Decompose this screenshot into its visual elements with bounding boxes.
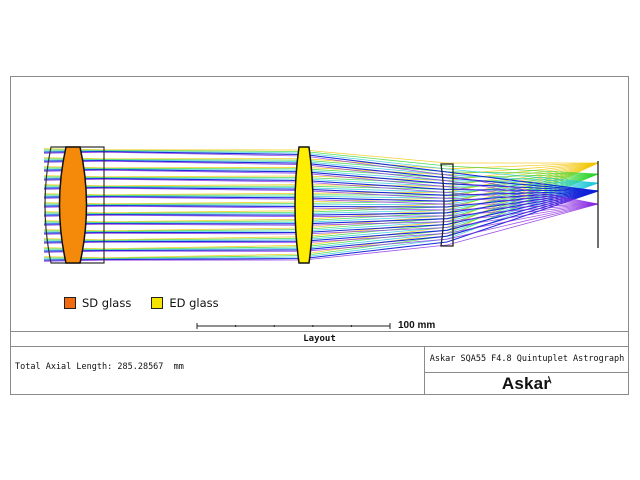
title-block: Askar SQA55 F4.8 Quintuplet Astrograph A…: [424, 346, 629, 395]
layout-title-bar: Layout: [11, 331, 628, 347]
ed-glass-lens: [294, 146, 314, 264]
axial-length-label: Total Axial Length:: [15, 362, 113, 372]
legend-item-sd-glass: SD glass: [64, 296, 131, 310]
brand-logo: Askar/: [425, 373, 629, 395]
glass-legend: SD glass ED glass: [64, 296, 239, 310]
scale-bar-label: 100 mm: [398, 320, 436, 331]
sd-glass-lens: [58, 146, 88, 264]
ray-bundles: [43, 148, 599, 262]
legend-label: ED glass: [169, 296, 219, 310]
brand-logo-text: Askar: [501, 374, 551, 393]
legend-item-ed-glass: ED glass: [151, 296, 219, 310]
layout-frame: SD glass ED glass 100 mm Layout Total Ax…: [10, 76, 629, 395]
axial-length-value: 285.28567: [117, 362, 164, 372]
front-doublet-group: [44, 146, 105, 264]
axial-length-cell: Total Axial Length: 285.28567 mm: [11, 346, 424, 395]
optical-layout-drawing: [43, 146, 599, 329]
legend-label: SD glass: [82, 296, 132, 310]
sd-glass-swatch: [64, 297, 76, 309]
axial-length-unit: mm: [173, 362, 184, 372]
total-axial-length: Total Axial Length: 285.28567 mm: [15, 362, 184, 372]
ed-glass-swatch: [151, 297, 164, 309]
field-flattener: [440, 163, 454, 247]
scale-bar: [196, 323, 391, 329]
system-name: Askar SQA55 F4.8 Quintuplet Astrograph: [425, 346, 629, 373]
optical-layout-plot: SD glass ED glass 100 mm: [11, 77, 628, 332]
